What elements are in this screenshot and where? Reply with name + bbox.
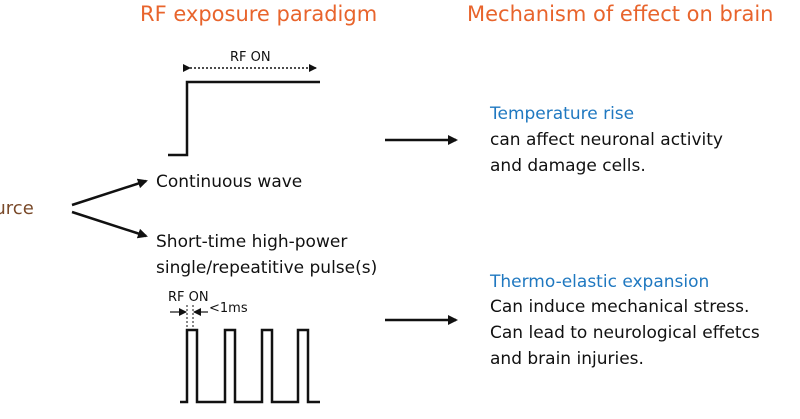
source-label: source (0, 198, 34, 219)
thermo-elastic-line-1: Can induce mechanical stress. (490, 297, 750, 317)
continuous-wave-caption: Continuous wave (156, 172, 303, 192)
temperature-line-2: and damage cells. (490, 156, 646, 176)
pulsed-caption-line2: single/repeatitive pulse(s) (156, 258, 378, 278)
thermo-elastic-line-2: Can lead to neurological effetcs (490, 323, 760, 343)
arrow-to-continuous (71, 178, 148, 207)
arrow-to-pulsed (71, 210, 148, 239)
pulsed-waveform (180, 328, 320, 404)
thermo-elastic-title: Thermo-elastic expansion (490, 272, 710, 292)
temperature-line-1: can affect neuronal activity (490, 130, 723, 150)
paradigm-header: RF exposure paradigm (140, 2, 378, 26)
pulsed-caption-line1: Short-time high-power (156, 232, 348, 252)
pulse-duration-label: <1ms (209, 301, 248, 316)
mechanism-header: Mechanism of effect on brain (467, 2, 774, 26)
thermo-elastic-line-3: and brain injuries. (490, 349, 644, 369)
continuous-waveform (168, 80, 320, 157)
temperature-rise-title: Temperature rise (490, 104, 635, 124)
pulsed-rf-on-label: RF ON (168, 290, 209, 305)
continuous-rf-on-label: RF ON (230, 50, 271, 65)
